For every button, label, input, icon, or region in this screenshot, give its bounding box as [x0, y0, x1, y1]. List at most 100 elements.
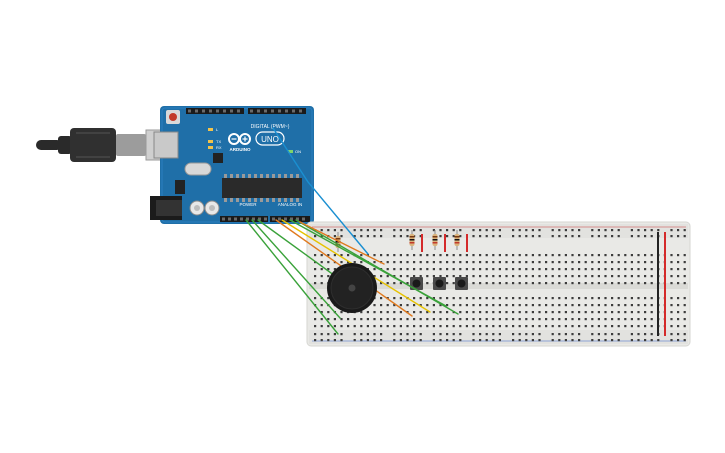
- breadboard-hole[interactable]: [518, 268, 521, 271]
- breadboard-hole[interactable]: [677, 275, 680, 278]
- breadboard-hole[interactable]: [525, 339, 528, 342]
- breadboard-hole[interactable]: [545, 318, 548, 321]
- breadboard-hole[interactable]: [670, 339, 673, 342]
- breadboard-hole[interactable]: [446, 229, 449, 232]
- breadboard-hole[interactable]: [446, 297, 449, 300]
- breadboard-hole[interactable]: [353, 325, 356, 328]
- breadboard-hole[interactable]: [399, 254, 402, 257]
- breadboard-hole[interactable]: [465, 325, 468, 328]
- breadboard-hole[interactable]: [314, 254, 317, 257]
- breadboard-hole[interactable]: [419, 268, 422, 271]
- breadboard-hole[interactable]: [531, 339, 534, 342]
- breadboard-hole[interactable]: [366, 229, 369, 232]
- breadboard-hole[interactable]: [578, 311, 581, 314]
- breadboard-hole[interactable]: [604, 229, 607, 232]
- breadboard-hole[interactable]: [413, 229, 416, 232]
- breadboard-hole[interactable]: [624, 297, 627, 300]
- breadboard-hole[interactable]: [399, 311, 402, 314]
- breadboard-hole[interactable]: [373, 275, 376, 278]
- breadboard-hole[interactable]: [611, 318, 614, 321]
- breadboard-hole[interactable]: [485, 261, 488, 264]
- breadboard-hole[interactable]: [446, 268, 449, 271]
- breadboard-hole[interactable]: [327, 254, 330, 257]
- breadboard-hole[interactable]: [538, 275, 541, 278]
- breadboard-hole[interactable]: [333, 318, 336, 321]
- breadboard-hole[interactable]: [571, 339, 574, 342]
- breadboard-hole[interactable]: [538, 325, 541, 328]
- breadboard-hole[interactable]: [518, 229, 521, 232]
- breadboard-hole[interactable]: [399, 318, 402, 321]
- breadboard-hole[interactable]: [399, 333, 402, 336]
- breadboard-hole[interactable]: [611, 268, 614, 271]
- breadboard-hole[interactable]: [340, 333, 343, 336]
- breadboard-hole[interactable]: [399, 268, 402, 271]
- breadboard-hole[interactable]: [584, 325, 587, 328]
- breadboard-hole[interactable]: [591, 325, 594, 328]
- breadboard-hole[interactable]: [327, 318, 330, 321]
- breadboard-hole[interactable]: [578, 254, 581, 257]
- breadboard-hole[interactable]: [518, 304, 521, 307]
- breadboard-hole[interactable]: [578, 325, 581, 328]
- digital-header[interactable]: [186, 108, 306, 114]
- breadboard-hole[interactable]: [597, 325, 600, 328]
- breadboard-hole[interactable]: [518, 325, 521, 328]
- breadboard-hole[interactable]: [564, 311, 567, 314]
- breadboard-hole[interactable]: [413, 275, 416, 278]
- breadboard-hole[interactable]: [505, 325, 508, 328]
- breadboard-hole[interactable]: [327, 325, 330, 328]
- breadboard-hole[interactable]: [380, 275, 383, 278]
- breadboard-hole[interactable]: [380, 318, 383, 321]
- breadboard-hole[interactable]: [327, 333, 330, 336]
- breadboard-hole[interactable]: [380, 325, 383, 328]
- breadboard-hole[interactable]: [485, 297, 488, 300]
- breadboard-hole[interactable]: [393, 282, 396, 285]
- breadboard-hole[interactable]: [518, 311, 521, 314]
- breadboard-hole[interactable]: [479, 275, 482, 278]
- breadboard-hole[interactable]: [465, 254, 468, 257]
- breadboard-hole[interactable]: [492, 325, 495, 328]
- breadboard-hole[interactable]: [492, 339, 495, 342]
- breadboard-hole[interactable]: [637, 339, 640, 342]
- breadboard-hole[interactable]: [670, 235, 673, 238]
- breadboard-hole[interactable]: [419, 254, 422, 257]
- breadboard-hole[interactable]: [584, 282, 587, 285]
- breadboard-hole[interactable]: [538, 229, 541, 232]
- breadboard-hole[interactable]: [525, 325, 528, 328]
- breadboard-hole[interactable]: [353, 339, 356, 342]
- breadboard-hole[interactable]: [426, 318, 429, 321]
- breadboard-hole[interactable]: [320, 339, 323, 342]
- breadboard-hole[interactable]: [452, 282, 455, 285]
- breadboard-hole[interactable]: [498, 261, 501, 264]
- breadboard-hole[interactable]: [538, 304, 541, 307]
- breadboard-hole[interactable]: [340, 311, 343, 314]
- breadboard-hole[interactable]: [512, 254, 515, 257]
- breadboard-hole[interactable]: [406, 261, 409, 264]
- breadboard-hole[interactable]: [452, 235, 455, 238]
- breadboard-hole[interactable]: [432, 261, 435, 264]
- breadboard-hole[interactable]: [670, 282, 673, 285]
- breadboard-hole[interactable]: [479, 304, 482, 307]
- breadboard-hole[interactable]: [597, 318, 600, 321]
- breadboard-hole[interactable]: [380, 304, 383, 307]
- breadboard-hole[interactable]: [545, 261, 548, 264]
- breadboard-hole[interactable]: [558, 339, 561, 342]
- breadboard-hole[interactable]: [604, 339, 607, 342]
- breadboard-hole[interactable]: [399, 339, 402, 342]
- breadboard-hole[interactable]: [591, 282, 594, 285]
- breadboard-hole[interactable]: [498, 229, 501, 232]
- breadboard-hole[interactable]: [432, 339, 435, 342]
- breadboard-hole[interactable]: [432, 311, 435, 314]
- breadboard-hole[interactable]: [558, 282, 561, 285]
- breadboard-hole[interactable]: [406, 318, 409, 321]
- breadboard-hole[interactable]: [644, 304, 647, 307]
- breadboard-hole[interactable]: [512, 261, 515, 264]
- breadboard-hole[interactable]: [617, 282, 620, 285]
- breadboard-hole[interactable]: [644, 261, 647, 264]
- breadboard-hole[interactable]: [525, 333, 528, 336]
- breadboard-hole[interactable]: [393, 339, 396, 342]
- breadboard-hole[interactable]: [564, 275, 567, 278]
- breadboard-hole[interactable]: [498, 282, 501, 285]
- breadboard-hole[interactable]: [531, 268, 534, 271]
- breadboard-hole[interactable]: [479, 333, 482, 336]
- breadboard-hole[interactable]: [314, 325, 317, 328]
